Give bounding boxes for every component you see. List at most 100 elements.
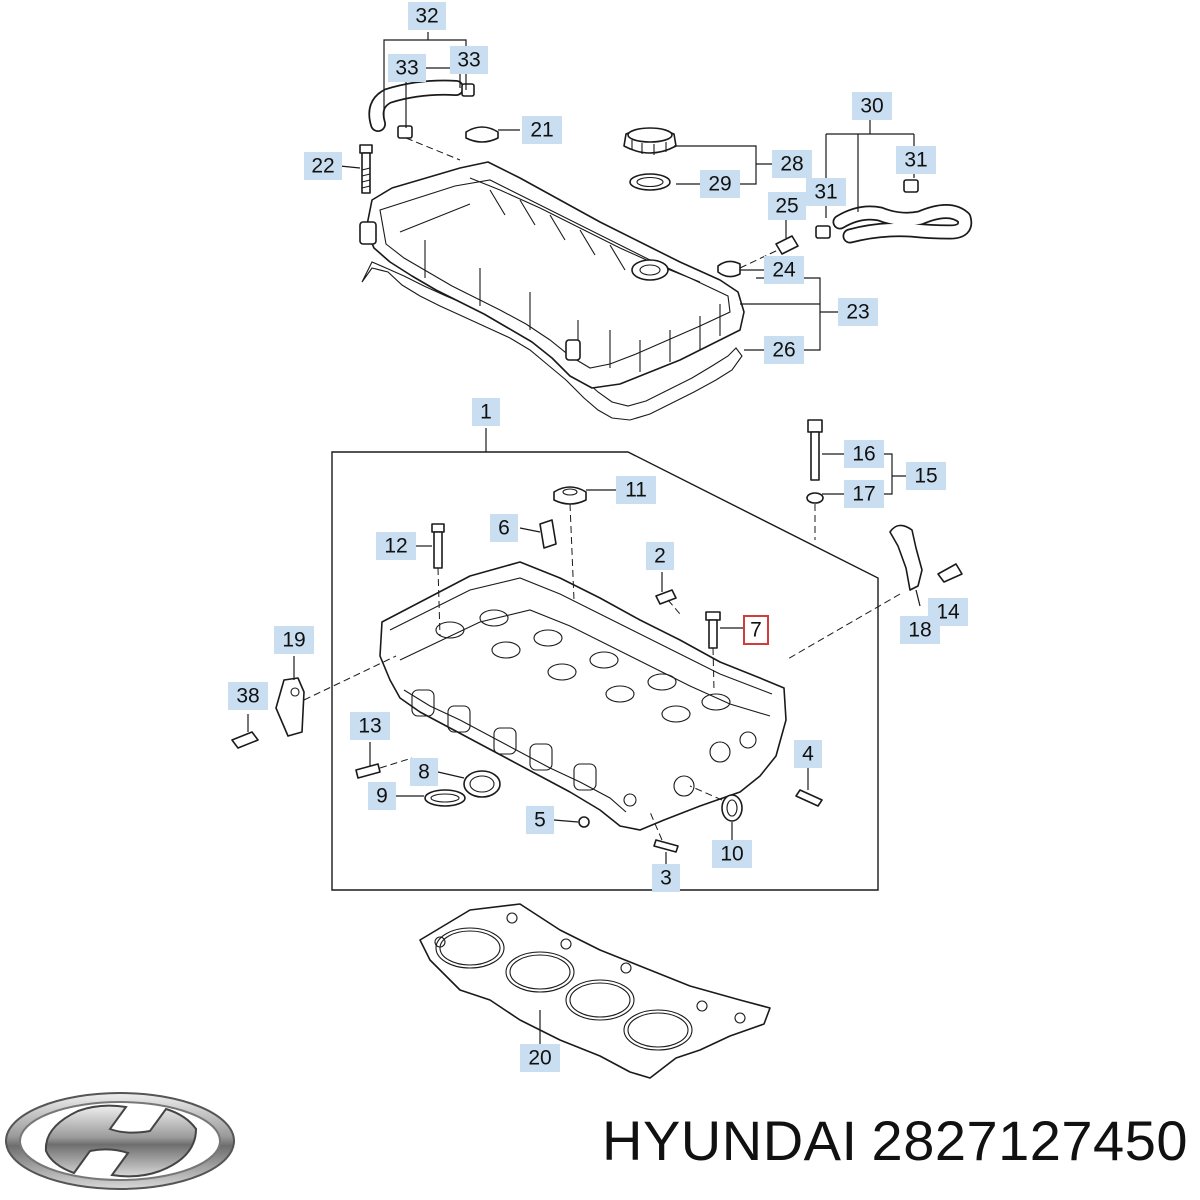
callout-labels: 32 33 33 21 22 30 28 29 31 31 25 24 23 2…: [228, 2, 968, 1072]
svg-text:3: 3: [660, 867, 672, 890]
svg-text:1: 1: [480, 401, 492, 424]
head-small-parts: [231, 419, 963, 853]
pcv-valve: [775, 235, 799, 255]
hose-clamp: [903, 179, 919, 193]
svg-text:5: 5: [534, 809, 546, 832]
svg-text:33: 33: [395, 57, 418, 80]
callout-11: 11: [616, 476, 656, 504]
callout-18: 18: [900, 616, 940, 644]
svg-text:4: 4: [802, 743, 814, 766]
callout-3: 3: [652, 864, 680, 892]
svg-text:12: 12: [384, 535, 407, 558]
svg-text:20: 20: [528, 1047, 551, 1070]
callout-25: 25: [768, 192, 806, 220]
dowel-pin: [539, 519, 557, 549]
hose-clamp: [461, 83, 475, 97]
cylinder-head-frame: [331, 451, 879, 891]
svg-text:31: 31: [904, 149, 927, 172]
svg-text:31: 31: [814, 181, 837, 204]
valve-cover: [365, 161, 745, 389]
callout-22: 22: [304, 152, 342, 180]
cylinder-head: [379, 561, 787, 831]
cover-bolt: [359, 144, 373, 194]
callout-32: 32: [408, 2, 446, 30]
svg-text:11: 11: [625, 479, 647, 502]
svg-text:16: 16: [852, 443, 875, 466]
svg-text:24: 24: [772, 259, 796, 282]
pcv-nipple: [717, 260, 741, 278]
callout-16: 16: [844, 440, 884, 468]
stud-3: [653, 839, 679, 853]
callout-21: 21: [522, 116, 562, 144]
bolt-7: [705, 611, 721, 621]
svg-text:32: 32: [415, 5, 438, 28]
svg-text:19: 19: [282, 629, 305, 652]
head-gasket: [419, 903, 771, 1079]
stud-4: [795, 789, 823, 807]
valve-cover-assembly: [359, 79, 973, 421]
svg-text:17: 17: [852, 483, 875, 506]
o-ring-9: [424, 789, 466, 807]
svg-text:25: 25: [775, 195, 798, 218]
callout-31: 31: [896, 146, 936, 174]
svg-text:14: 14: [936, 601, 960, 624]
callout-38: 38: [228, 682, 268, 710]
part-caption: HYUNDAI 2827127450: [528, 1105, 1188, 1175]
svg-text:30: 30: [860, 95, 883, 118]
bracket-bolt-2: [231, 731, 259, 749]
svg-text:10: 10: [720, 843, 743, 866]
svg-text:8: 8: [418, 761, 430, 784]
long-bolt: [807, 419, 823, 433]
svg-text:23: 23: [846, 301, 869, 324]
callout-31: 31: [806, 178, 846, 206]
callout-23: 23: [838, 298, 878, 326]
svg-text:21: 21: [530, 119, 553, 142]
bolt-7-shank: [708, 619, 718, 649]
bracket: [889, 524, 923, 591]
part-number: 2827127450: [871, 1108, 1188, 1172]
callout-29: 29: [700, 170, 740, 198]
steel-ball: [578, 816, 590, 828]
callout-13: 13: [350, 712, 390, 740]
svg-text:15: 15: [914, 465, 937, 488]
callout-1: 1: [472, 398, 500, 426]
callout-15: 15: [906, 462, 946, 490]
svg-text:9: 9: [376, 785, 388, 808]
callout-9: 9: [368, 782, 396, 810]
head-bolt-shank: [433, 531, 443, 569]
callout-12: 12: [376, 532, 416, 560]
callout-5: 5: [526, 806, 554, 834]
hanger-bracket: [275, 677, 305, 737]
seal-10: [721, 794, 743, 822]
svg-text:22: 22: [311, 155, 334, 178]
washer: [806, 492, 824, 504]
oil-filler-neck: [631, 259, 669, 281]
svg-text:6: 6: [498, 517, 510, 540]
stud-13: [355, 763, 381, 779]
callout-30: 30: [852, 92, 892, 120]
callout-26: 26: [764, 336, 804, 364]
callout-8: 8: [410, 758, 438, 786]
svg-text:29: 29: [708, 173, 731, 196]
long-bolt-shank: [810, 431, 820, 481]
oil-filler-seal: [629, 173, 671, 191]
callout-33: 33: [450, 46, 488, 74]
hose-clamp: [815, 225, 831, 239]
hyundai-logo-icon: [5, 1092, 235, 1190]
svg-text:7: 7: [750, 619, 762, 642]
callout-4: 4: [794, 740, 822, 768]
callout-19: 19: [274, 626, 314, 654]
callout-33: 33: [388, 54, 426, 82]
gasket-8: [463, 770, 501, 798]
callout-7: 7: [743, 615, 769, 645]
stud: [655, 589, 677, 605]
svg-text:38: 38: [236, 685, 259, 708]
callout-20: 20: [520, 1044, 560, 1072]
svg-text:28: 28: [780, 153, 803, 176]
head-bolt: [431, 523, 445, 533]
brand-name: HYUNDAI: [602, 1108, 858, 1172]
svg-text:13: 13: [358, 715, 381, 738]
hose-clamp: [397, 125, 413, 139]
svg-text:33: 33: [457, 49, 480, 72]
